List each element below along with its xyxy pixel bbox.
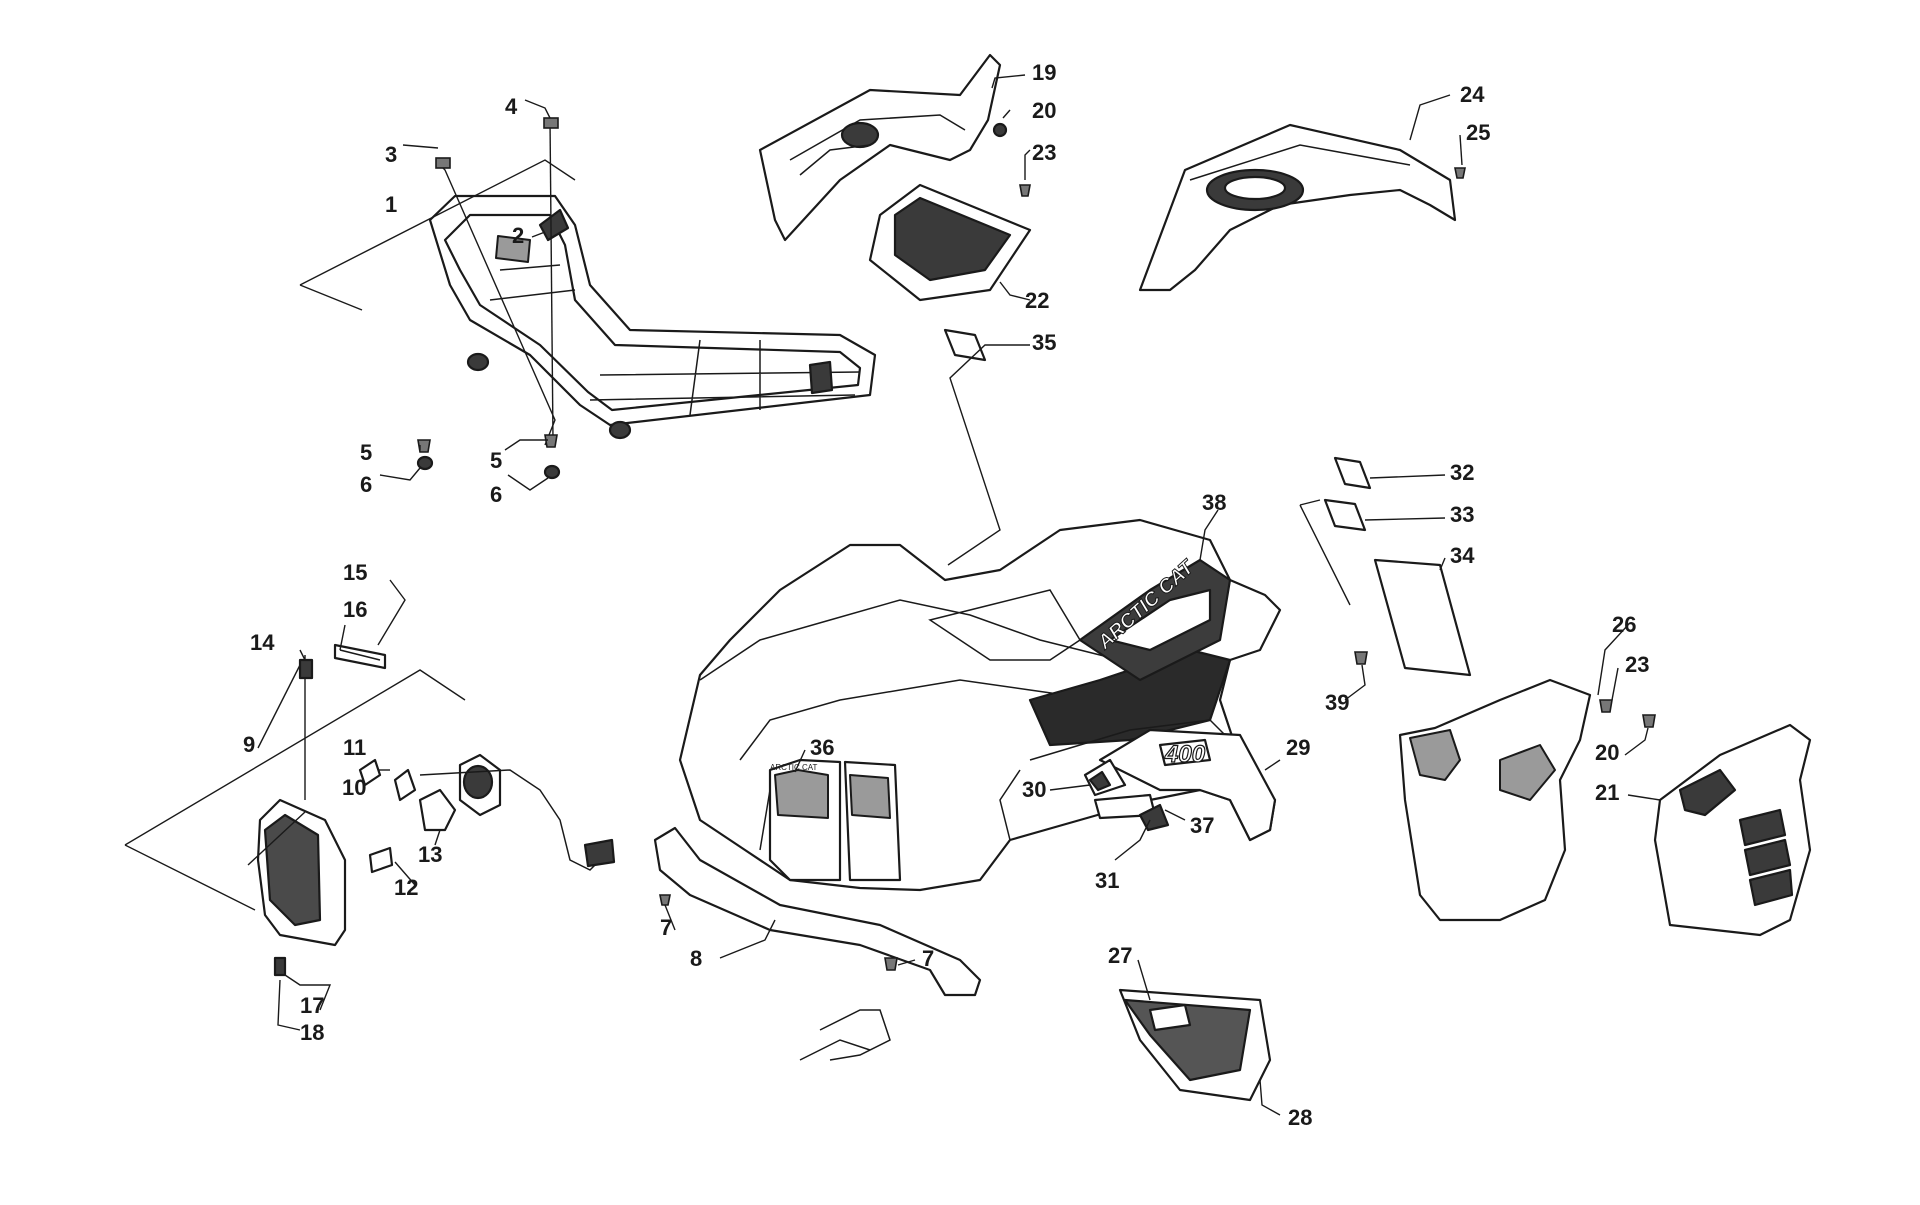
callout-25: 25 — [1466, 120, 1490, 145]
lower-skid — [1118, 988, 1272, 1102]
callout-10: 10 — [342, 775, 366, 800]
callout-22: 22 — [1025, 288, 1049, 313]
callout-13: 13 — [418, 842, 442, 867]
callout-24: 24 — [1460, 82, 1485, 107]
callout-23b: 23 — [1625, 652, 1649, 677]
callout-32: 32 — [1450, 460, 1474, 485]
callout-11: 11 — [343, 735, 366, 760]
callout-1: 1 — [385, 192, 397, 217]
rear-panel — [1138, 123, 1457, 292]
callout-35: 35 — [1032, 330, 1056, 355]
model-decal: 400 — [1164, 741, 1206, 768]
callout-15: 15 — [343, 560, 367, 585]
callout-27: 27 — [1108, 943, 1132, 968]
rack-hardware — [416, 117, 561, 480]
callout-19: 19 — [1032, 60, 1056, 85]
callout-34: 34 — [1450, 543, 1475, 568]
callout-20a: 20 — [1032, 98, 1056, 123]
side-panels — [1398, 678, 1812, 937]
callout-9: 9 — [243, 732, 255, 757]
callout-38: 38 — [1202, 490, 1226, 515]
callout-26: 26 — [1612, 612, 1636, 637]
callout-5b: 5 — [490, 448, 502, 473]
callout-31: 31 — [1095, 868, 1119, 893]
small-hardware — [992, 122, 1466, 665]
callout-23a: 23 — [1032, 140, 1056, 165]
callout-6b: 6 — [490, 482, 502, 507]
callout-29: 29 — [1286, 735, 1310, 760]
callout-37: 37 — [1190, 813, 1214, 838]
grille-decal: ARCTIC CAT — [770, 763, 818, 772]
callout-28: 28 — [1288, 1105, 1312, 1130]
callout-12: 12 — [394, 875, 418, 900]
callout-18: 18 — [300, 1020, 324, 1045]
callout-3: 3 — [385, 142, 397, 167]
callout-7b: 7 — [922, 946, 934, 971]
callout-numbers: 1 2 3 4 5 5 6 6 7 7 8 9 10 11 12 13 14 1… — [243, 60, 1649, 1130]
callout-5a: 5 — [360, 440, 372, 465]
lower-bumper — [653, 826, 982, 1061]
callout-20b: 20 — [1595, 740, 1619, 765]
callout-16: 16 — [343, 597, 367, 622]
callout-2: 2 — [512, 223, 524, 248]
callout-39: 39 — [1325, 690, 1349, 715]
callout-30: 30 — [1022, 777, 1046, 802]
callout-7a: 7 — [660, 915, 672, 940]
headlight-assembly — [124, 643, 616, 977]
callout-36: 36 — [810, 735, 834, 760]
callout-8: 8 — [690, 946, 702, 971]
front-rack — [299, 159, 877, 440]
callout-6a: 6 — [360, 472, 372, 497]
callout-17: 17 — [300, 993, 324, 1018]
decals — [943, 328, 1472, 677]
callout-4: 4 — [505, 94, 518, 119]
front-body: 400 ARCTIC CAT ARCTIC CAT — [678, 518, 1282, 892]
callout-14: 14 — [250, 630, 275, 655]
leader-lines — [247, 74, 1661, 1116]
callout-33: 33 — [1450, 502, 1474, 527]
callout-21: 21 — [1595, 780, 1619, 805]
dash-panel — [758, 53, 1032, 302]
